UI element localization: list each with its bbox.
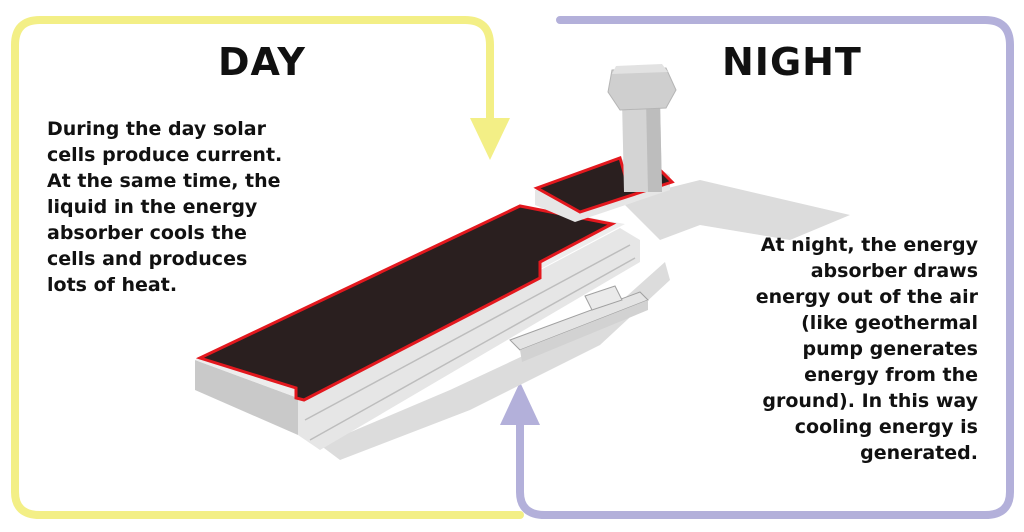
walkway-bridge: [520, 300, 648, 362]
terminal-body: [195, 360, 298, 435]
day-description: During the day solar cells produce curre…: [47, 116, 282, 298]
night-description-line: (like geothermal: [801, 312, 978, 334]
day-arrow-down-icon: [470, 118, 510, 160]
night-heading: NIGHT: [722, 40, 862, 84]
tower-roof: [612, 64, 668, 74]
terminal-building-illustration: [195, 64, 850, 460]
night-description-line: At night, the energy: [760, 234, 978, 256]
building-shadow: [620, 180, 850, 240]
day-description-line: liquid in the energy: [47, 196, 258, 218]
jet-bridge: [584, 285, 623, 311]
day-description-line: absorber cools the: [47, 222, 247, 244]
night-description-line: ground). In this way: [762, 390, 978, 412]
tower-cab: [607, 67, 677, 111]
night-cycle-frame: [516, 16, 1014, 519]
night-description-line: pump generates: [802, 338, 978, 360]
day-description-line: cells and produces: [47, 248, 248, 270]
day-cycle-frame: [11, 16, 524, 519]
terminal-facade: [298, 228, 640, 450]
day-description-line: At the same time, the: [47, 170, 281, 192]
day-description-line: lots of heat.: [47, 274, 178, 296]
night-description: At night, the energy absorber draws ener…: [756, 232, 978, 466]
main-solar-panel: [195, 204, 617, 402]
night-description-line: absorber draws: [810, 260, 978, 282]
night-arrow-up-icon: [500, 382, 540, 425]
day-description-line: cells produce current.: [47, 144, 283, 166]
day-heading: DAY: [218, 40, 306, 84]
day-description-line: During the day solar: [47, 118, 266, 140]
night-description-line: generated.: [860, 442, 978, 464]
building-shadow: [320, 262, 670, 460]
tower-shaft-shade: [646, 100, 662, 192]
night-description-line: cooling energy is: [794, 416, 978, 438]
night-description-line: energy out of the air: [755, 286, 978, 308]
night-description-line: energy from the: [804, 364, 978, 386]
